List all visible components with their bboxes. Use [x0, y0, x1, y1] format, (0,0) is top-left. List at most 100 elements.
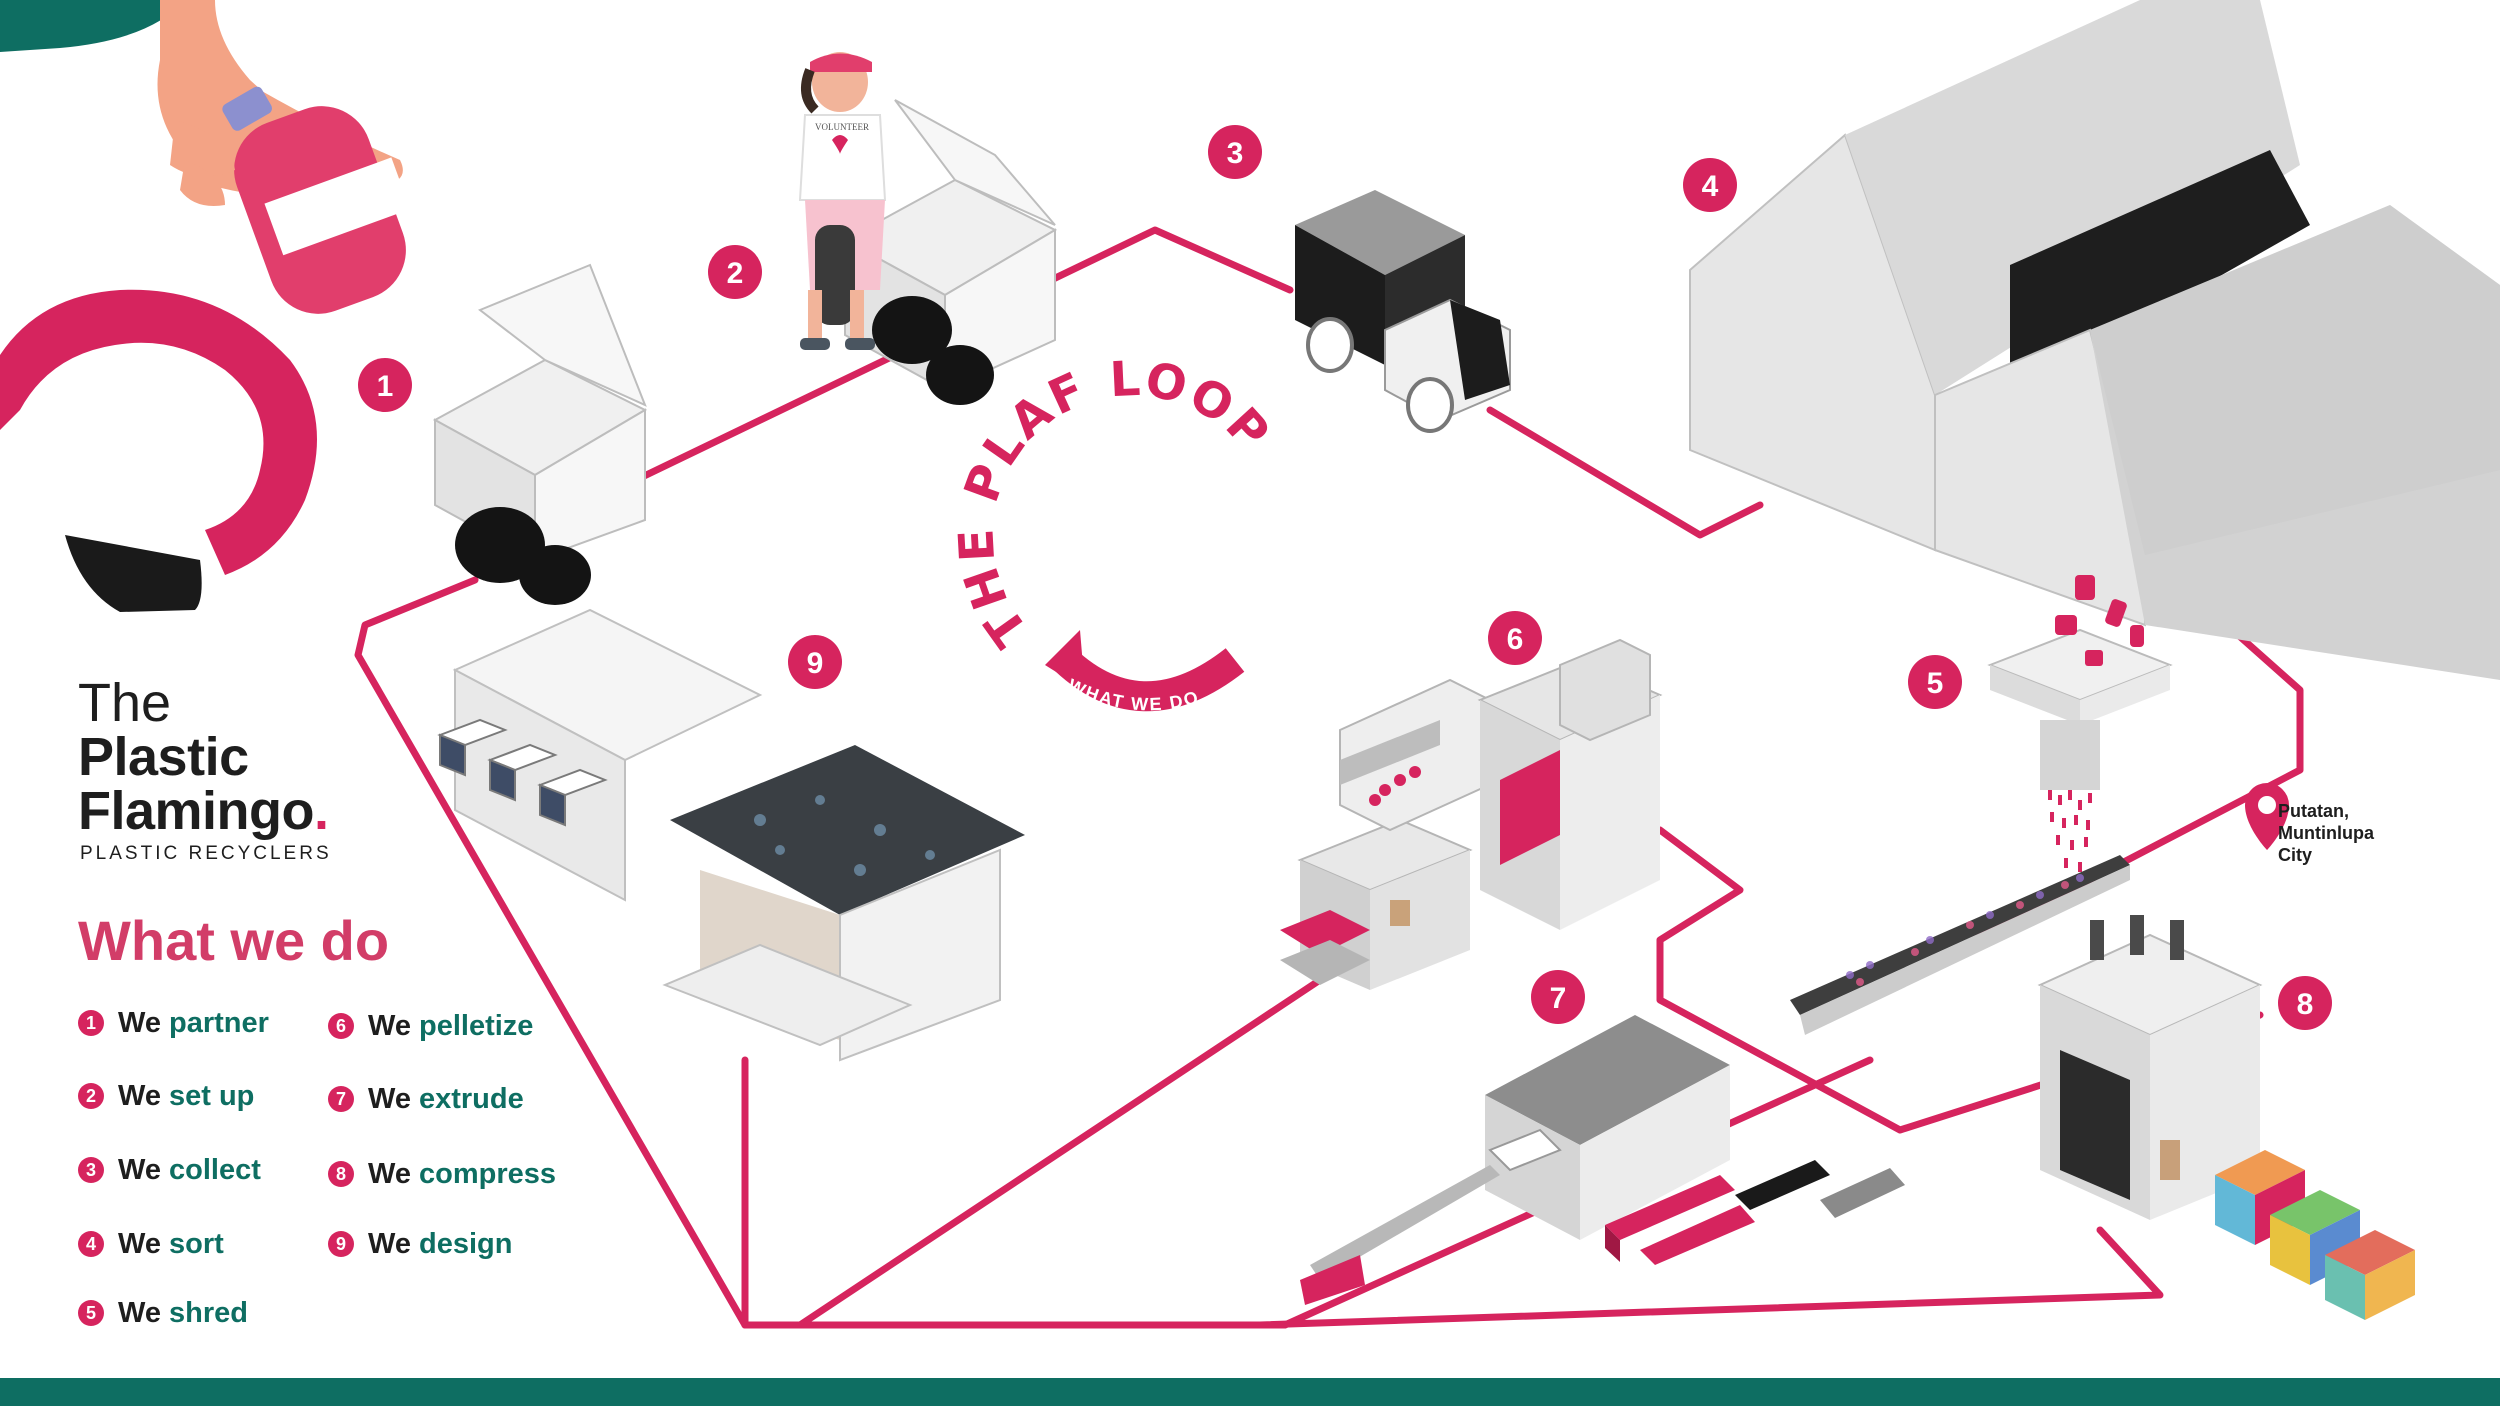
brand-line1: Plastic: [78, 727, 249, 787]
svg-text:1: 1: [377, 370, 394, 403]
compressor-machine: [2037, 915, 2415, 1320]
badge-9: 9: [788, 635, 842, 689]
svg-text:5: 5: [1927, 667, 1944, 700]
badge-4: 4: [1683, 158, 1737, 212]
location-line3: City: [2278, 845, 2313, 865]
step-verb: shred: [168, 1296, 248, 1329]
svg-text:4: 4: [1702, 170, 1719, 203]
step-verb: compress: [418, 1157, 556, 1190]
badge-2: 2: [708, 245, 762, 299]
svg-text:6: 6: [1507, 623, 1524, 656]
step-we: We: [118, 1153, 161, 1186]
footer-bar: [0, 1378, 2500, 1406]
crate-setup: [842, 99, 1058, 405]
warehouse-sort: [1689, 0, 2500, 680]
step-number: 5: [78, 1300, 104, 1326]
svg-text:2: 2: [727, 257, 744, 290]
volunteer-shirt-text: VOLUNTEER: [815, 122, 869, 132]
step-verb: collect: [168, 1153, 261, 1186]
svg-text:9: 9: [807, 647, 824, 680]
step-number: 3: [78, 1157, 104, 1183]
step-verb: partner: [168, 1006, 269, 1039]
svg-text:3: 3: [1227, 137, 1244, 170]
badge-7: 7: [1531, 970, 1585, 1024]
step-number: 6: [328, 1013, 354, 1039]
badge-3: 3: [1208, 125, 1262, 179]
location-label: Putatan, Muntinlupa City: [2278, 800, 2374, 866]
step-number: 9: [328, 1231, 354, 1257]
route-segment-partner: [354, 576, 1874, 1329]
location-pin-icon: [2245, 783, 2289, 850]
corner-shape: [0, 0, 185, 52]
badge-8: 8: [2278, 976, 2332, 1030]
brand-line2-wrap: Flamingo.: [78, 784, 329, 838]
location-line2: Muntinlupa: [2278, 823, 2374, 843]
step-number: 7: [328, 1086, 354, 1112]
step-we: We: [118, 1296, 161, 1329]
pelletizer-machine: [1280, 638, 1663, 990]
step-we: We: [368, 1082, 411, 1115]
step-we: We: [118, 1079, 161, 1112]
step-number: 8: [328, 1161, 354, 1187]
step-badges: 1 2 3 4 5 6 7 8 9: [358, 125, 2332, 1030]
badge-1: 1: [358, 358, 412, 412]
loop-title: THE PLAF LOOP: [948, 351, 1281, 657]
step-we: We: [368, 1157, 411, 1190]
designed-hut: [437, 608, 1025, 1062]
plaf-loop-emblem: THE PLAF LOOP WHAT WE DO: [948, 351, 1281, 715]
shredder-shred: [1987, 575, 2173, 872]
compressed-blocks: [2215, 1150, 2415, 1320]
route-segment-pelletize: [1656, 826, 2264, 1134]
section-title: What we do: [78, 909, 390, 972]
step-verb: pelletize: [418, 1009, 534, 1042]
location-line1: Putatan,: [2278, 801, 2350, 821]
route-segment-collect: [636, 226, 1294, 482]
step-number: 2: [78, 1083, 104, 1109]
flamingo-logo-icon: [0, 289, 317, 612]
brand-dot: .: [314, 781, 329, 841]
route-segment-compress: [1256, 1226, 2164, 1329]
step-number: 1: [78, 1010, 104, 1036]
step-we: We: [368, 1227, 411, 1260]
brand-line2: Flamingo: [78, 781, 315, 841]
svg-text:7: 7: [1550, 982, 1567, 1015]
crate-partner: [432, 263, 648, 605]
step-verb: sort: [168, 1227, 224, 1260]
conveyor-belt: [1790, 855, 2130, 1035]
extruder-machine: [1300, 1015, 1905, 1305]
step-we: We: [118, 1006, 161, 1039]
badge-5: 5: [1908, 655, 1962, 709]
brand-logo: The Plastic Flamingo.: [78, 676, 329, 838]
step-verb: set up: [168, 1079, 255, 1112]
route-segment-extrude: [796, 976, 1324, 1329]
svg-text:8: 8: [2297, 988, 2314, 1021]
loop-route: [354, 226, 2304, 1329]
step-we: We: [368, 1009, 411, 1042]
step-verb: design: [418, 1227, 513, 1260]
step-number: 4: [78, 1231, 104, 1257]
step-verb: extrude: [418, 1082, 524, 1115]
brand-the: The: [78, 673, 172, 733]
volunteer-figure: VOLUNTEER: [798, 52, 887, 350]
step-we: We: [118, 1227, 161, 1260]
brand-subtitle: PLASTIC RECYCLERS: [80, 843, 332, 864]
hand-bottle-icon: [157, 0, 411, 314]
